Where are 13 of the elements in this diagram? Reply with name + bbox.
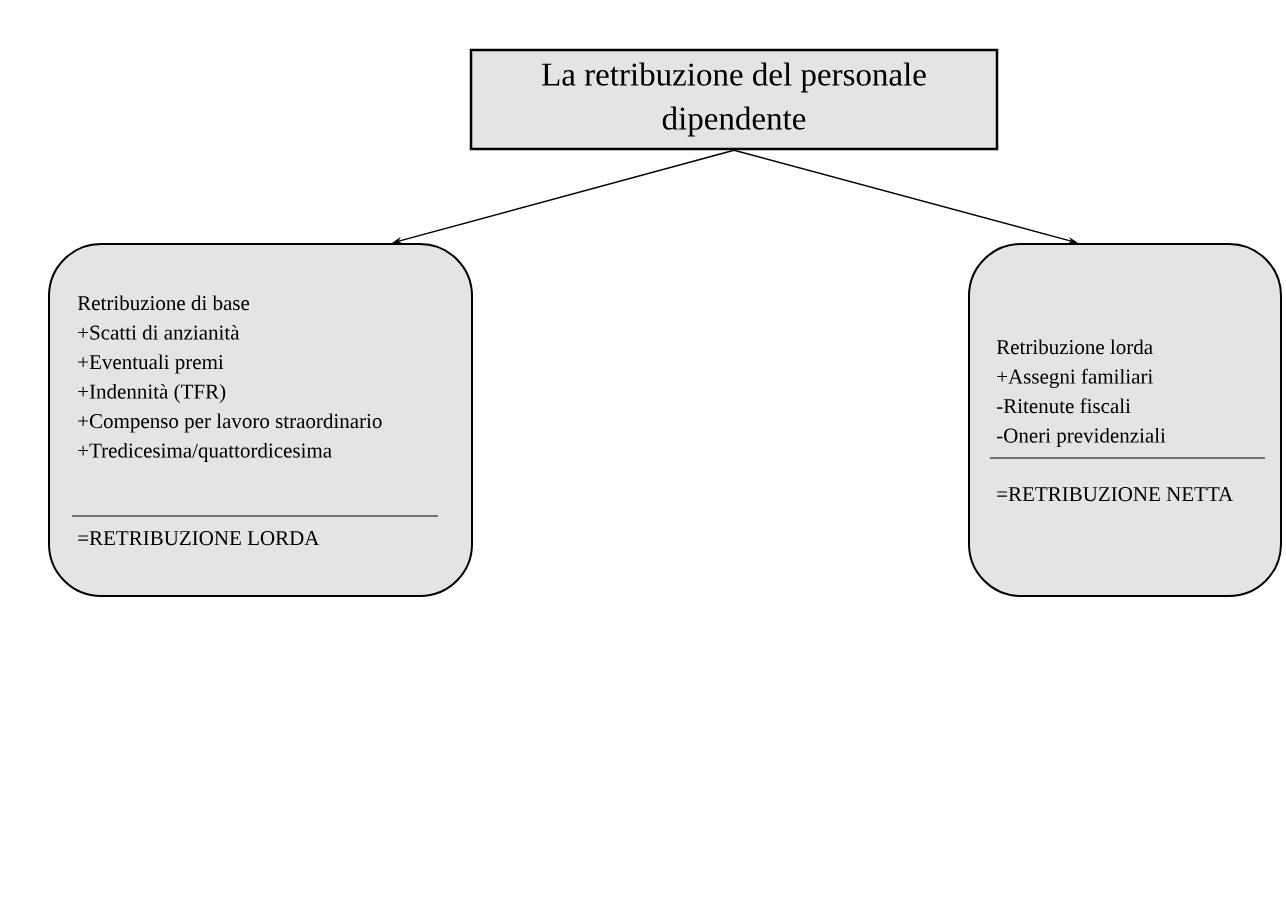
total-text: =RETRIBUZIONE LORDA bbox=[78, 531, 320, 546]
list-item: Retribuzione di base bbox=[77, 295, 250, 311]
list-item: -Oneri previdenziali bbox=[997, 427, 1166, 447]
list-item: +Scatti di anzianità bbox=[78, 324, 240, 340]
title-box: La retribuzione del personale dipendente bbox=[469, 48, 999, 151]
list-item: +Tredicesima/quattordicesima bbox=[78, 442, 332, 462]
total-text: =RETRIBUZIONE NETTA bbox=[997, 487, 1234, 502]
list-item: +Compenso per lavoro straordinario bbox=[78, 413, 382, 433]
list-item: -Ritenute fiscali bbox=[997, 398, 1131, 414]
list-item: +Assegni familiari bbox=[997, 368, 1153, 388]
list-item: +Indennità (TFR) bbox=[78, 383, 226, 403]
list-item: +Eventuali premi bbox=[78, 354, 224, 374]
list-item: Retribuzione lorda bbox=[996, 339, 1153, 355]
